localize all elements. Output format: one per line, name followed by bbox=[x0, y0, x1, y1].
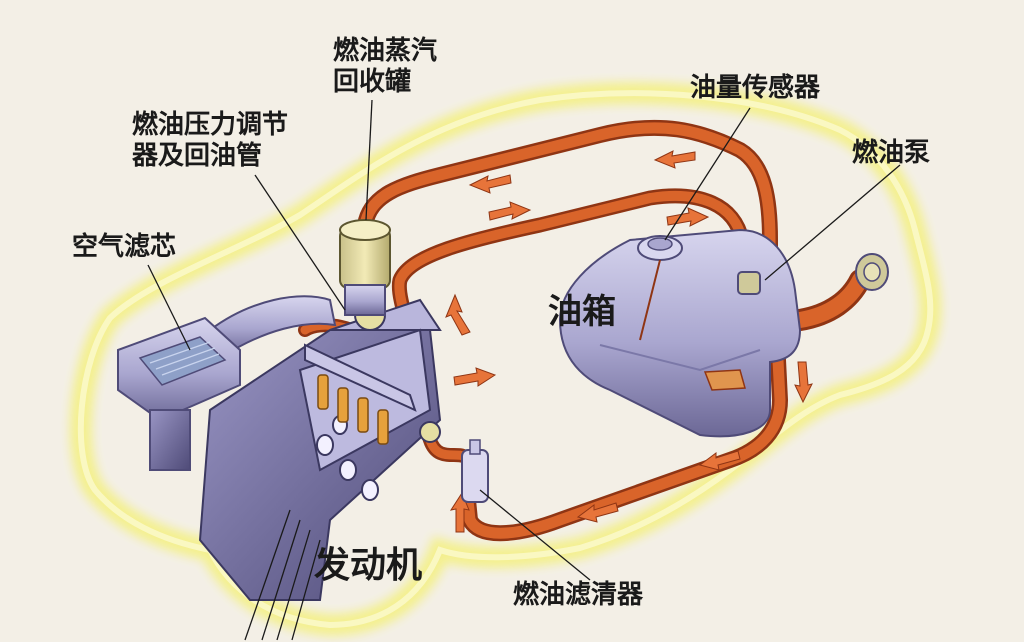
air-intake bbox=[208, 295, 337, 357]
right-arrow-icon bbox=[488, 201, 532, 221]
flow-arrows bbox=[365, 150, 813, 533]
label-air-filter: 空气滤芯 bbox=[72, 232, 177, 262]
label-fuel-filter: 燃油滤清器 bbox=[513, 580, 644, 610]
label-engine: 发动机 bbox=[314, 545, 423, 586]
label-pressure-regulator: 燃油压力调节 器及回油管 bbox=[132, 110, 289, 171]
car-body-outline bbox=[69, 82, 942, 637]
right-arrow-icon bbox=[666, 207, 710, 227]
left-arrow-icon bbox=[653, 150, 696, 169]
label-fuel-level-sensor: 油量传感器 bbox=[690, 73, 821, 103]
down-arrow-icon bbox=[794, 361, 813, 404]
fuel-pump bbox=[737, 271, 761, 295]
left-arrow-icon bbox=[468, 174, 512, 194]
fuel-filter bbox=[461, 439, 489, 503]
fuel-rail bbox=[304, 343, 417, 412]
up-arrow-icon bbox=[445, 293, 471, 336]
right-arrow-icon bbox=[453, 367, 497, 387]
label-vapor-canister: 燃油蒸汽 回收罐 bbox=[333, 36, 438, 97]
leader-lines bbox=[147, 99, 901, 641]
label-fuel-tank: 油箱 bbox=[548, 292, 616, 332]
label-fuel-pump: 燃油泵 bbox=[852, 138, 931, 168]
left-arrow-icon bbox=[576, 502, 619, 523]
injectors bbox=[317, 374, 389, 445]
filler-cap bbox=[855, 253, 889, 291]
air-filter bbox=[117, 316, 241, 471]
up-arrow-icon bbox=[449, 491, 470, 533]
left-arrow-icon bbox=[698, 450, 741, 471]
vapor-canister bbox=[339, 219, 391, 316]
fuel-tank bbox=[558, 228, 802, 438]
